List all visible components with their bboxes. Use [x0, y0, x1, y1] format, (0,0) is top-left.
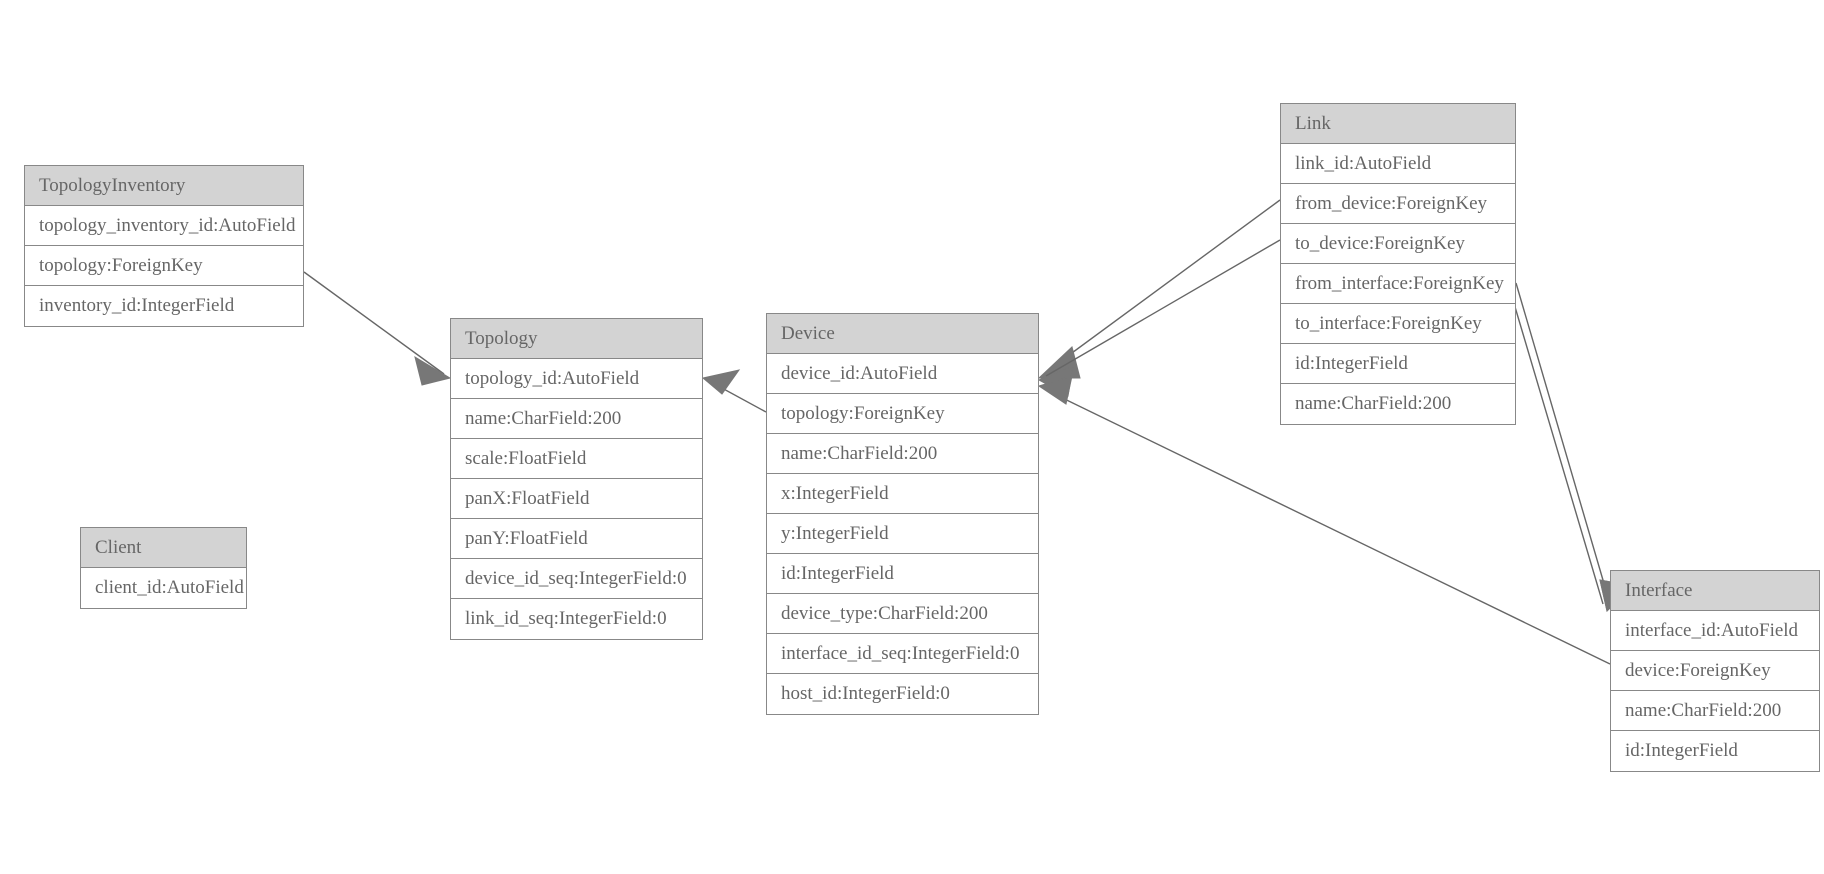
entity-field[interactable]: to_device:ForeignKey: [1281, 224, 1515, 264]
entity-field[interactable]: name:CharField:200: [767, 434, 1038, 474]
entity-field[interactable]: interface_id:AutoField: [1611, 611, 1819, 651]
entity-field[interactable]: topology:ForeignKey: [767, 394, 1038, 434]
entity-field[interactable]: link_id_seq:IntegerField:0: [451, 599, 702, 639]
entity-field[interactable]: topology_id:AutoField: [451, 359, 702, 399]
relationship-device-topology: [701, 369, 767, 413]
entity-field[interactable]: y:IntegerField: [767, 514, 1038, 554]
relationship-line: [1515, 282, 1611, 605]
entity-field[interactable]: inventory_id:IntegerField: [25, 286, 303, 326]
entity-field[interactable]: device_type:CharField:200: [767, 594, 1038, 634]
entity-field[interactable]: scale:FloatField: [451, 439, 702, 479]
entity-field[interactable]: link_id:AutoField: [1281, 144, 1515, 184]
relationship-line: [1045, 199, 1281, 373]
relationship-link-to_interface: [1509, 289, 1634, 612]
entity-field[interactable]: panY:FloatField: [451, 519, 702, 559]
entity-field[interactable]: panX:FloatField: [451, 479, 702, 519]
entity-field[interactable]: x:IntegerField: [767, 474, 1038, 514]
entity-field[interactable]: from_device:ForeignKey: [1281, 184, 1515, 224]
relationship-arrowhead: [414, 355, 452, 386]
entity-field[interactable]: id:IntegerField: [1611, 731, 1819, 771]
relationship-line: [1045, 239, 1281, 377]
relationship-link-from_device: [1037, 199, 1281, 379]
entity-field[interactable]: device:ForeignKey: [1611, 651, 1819, 691]
entity-field[interactable]: to_interface:ForeignKey: [1281, 304, 1515, 344]
entity-field[interactable]: interface_id_seq:IntegerField:0: [767, 634, 1038, 674]
entity-field[interactable]: topology:ForeignKey: [25, 246, 303, 286]
entity-field[interactable]: name:CharField:200: [451, 399, 702, 439]
entity-field[interactable]: name:CharField:200: [1281, 384, 1515, 424]
entity-field[interactable]: id:IntegerField: [1281, 344, 1515, 384]
relationship-arrowhead: [701, 369, 741, 395]
relationship-arrowhead: [1037, 346, 1081, 379]
entity-field[interactable]: device_id_seq:IntegerField:0: [451, 559, 702, 599]
relationship-line: [1509, 289, 1604, 605]
entity-field[interactable]: name:CharField:200: [1611, 691, 1819, 731]
relationship-arrowhead: [1037, 365, 1074, 397]
relationship-line: [708, 380, 767, 413]
relationship-line: [1045, 389, 1611, 665]
relationship-link-to_device: [1037, 239, 1281, 397]
entity-field[interactable]: client_id:AutoField: [81, 568, 246, 608]
relationship-arrowhead: [1037, 375, 1073, 405]
entity-title-link: Link: [1281, 104, 1515, 144]
entity-field[interactable]: topology_inventory_id:AutoField: [25, 206, 303, 246]
entity-title-interface: Interface: [1611, 571, 1819, 611]
relationship-line: [303, 271, 445, 375]
relationship-topologyinventory-topology: [303, 271, 452, 386]
entity-title-device: Device: [767, 314, 1038, 354]
entity-field[interactable]: host_id:IntegerField:0: [767, 674, 1038, 714]
entity-title-client: Client: [81, 528, 246, 568]
entity-field[interactable]: from_interface:ForeignKey: [1281, 264, 1515, 304]
entity-title-topology: Topology: [451, 319, 702, 359]
relationship-link-from_interface: [1515, 282, 1634, 612]
entity-field[interactable]: id:IntegerField: [767, 554, 1038, 594]
entity-field[interactable]: device_id:AutoField: [767, 354, 1038, 394]
entity-title-topology_inventory: TopologyInventory: [25, 166, 303, 206]
